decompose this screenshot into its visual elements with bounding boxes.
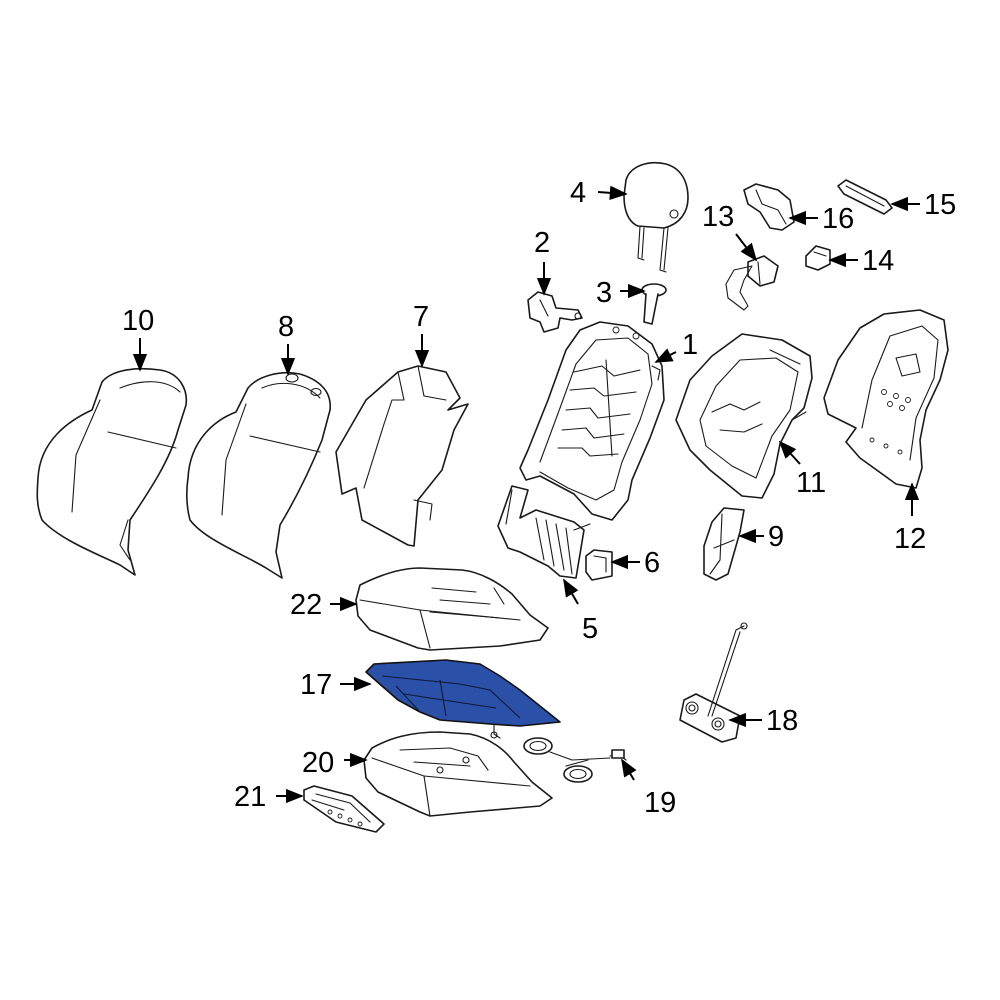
part-17-seat-heater-pad[interactable] bbox=[365, 659, 561, 739]
part-19-harness[interactable] bbox=[523, 737, 627, 783]
callout-5: 5 bbox=[582, 613, 598, 645]
part-22-cushion-cover[interactable] bbox=[355, 567, 549, 651]
leader-1 bbox=[654, 348, 677, 363]
callout-8: 8 bbox=[278, 311, 294, 343]
part-6-switch[interactable] bbox=[585, 549, 613, 581]
callout-17: 17 bbox=[300, 669, 332, 701]
callout-3: 3 bbox=[596, 277, 612, 309]
callout-2: 2 bbox=[534, 227, 550, 259]
callout-11: 11 bbox=[796, 467, 826, 499]
part-18-control-module[interactable] bbox=[679, 622, 748, 743]
callout-7: 7 bbox=[413, 301, 429, 333]
callout-4: 4 bbox=[570, 177, 586, 209]
part-21-insert[interactable] bbox=[303, 785, 385, 833]
part-17-fill bbox=[365, 659, 561, 727]
callout-6: 6 bbox=[644, 547, 660, 579]
part-7-back-panel[interactable] bbox=[335, 365, 469, 547]
callout-labels: 1 2 3 4 5 6 7 8 9 10 11 12 13 14 15 16 1… bbox=[122, 177, 956, 819]
leader-11 bbox=[778, 440, 801, 465]
callout-14: 14 bbox=[862, 245, 894, 277]
callout-18: 18 bbox=[766, 705, 798, 737]
leader-5 bbox=[563, 578, 579, 605]
part-16-cover-cap[interactable] bbox=[743, 183, 795, 231]
leader-13 bbox=[735, 233, 758, 262]
callout-22: 22 bbox=[290, 589, 322, 621]
part-14-clip[interactable] bbox=[805, 245, 831, 271]
callout-9: 9 bbox=[768, 521, 784, 553]
part-9-side-panel[interactable] bbox=[703, 507, 745, 581]
part-20-seat-foam[interactable] bbox=[363, 731, 553, 817]
leader-19 bbox=[621, 758, 637, 781]
part-2-bracket[interactable] bbox=[527, 291, 583, 333]
leader-lines bbox=[132, 185, 920, 804]
callout-13: 13 bbox=[702, 201, 734, 233]
part-13-mechanism[interactable] bbox=[725, 255, 779, 311]
part-1-seatback-frame[interactable] bbox=[519, 321, 665, 521]
part-12-rear-back-panel[interactable] bbox=[823, 309, 949, 489]
part-3-guide-sleeve[interactable] bbox=[641, 283, 667, 325]
part-10-seatback-cover[interactable] bbox=[36, 367, 188, 576]
part-8-trim-cover[interactable] bbox=[185, 372, 331, 579]
part-4-headrest[interactable] bbox=[623, 162, 689, 273]
callout-21: 21 bbox=[234, 781, 266, 813]
part-5-lumbar-support[interactable] bbox=[497, 485, 591, 579]
callout-10: 10 bbox=[122, 305, 154, 337]
callout-20: 20 bbox=[302, 747, 334, 779]
callout-19: 19 bbox=[644, 787, 676, 819]
callout-12: 12 bbox=[894, 523, 926, 555]
leader-4 bbox=[597, 185, 628, 201]
callout-1: 1 bbox=[682, 329, 698, 361]
callout-15: 15 bbox=[924, 189, 956, 221]
part-11-back-shell[interactable] bbox=[675, 333, 813, 499]
callout-16: 16 bbox=[822, 203, 854, 235]
